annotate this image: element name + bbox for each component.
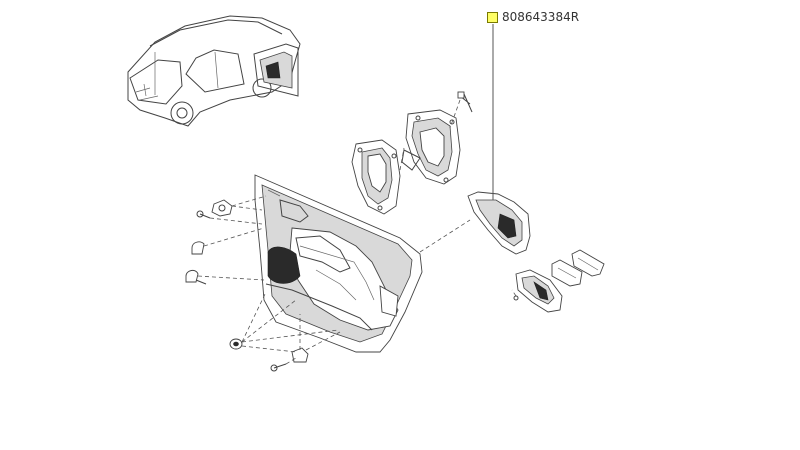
door-grip-icon bbox=[513, 269, 563, 313]
switch-panel-icon bbox=[551, 249, 605, 287]
car-overview-icon bbox=[127, 15, 301, 127]
part-callout[interactable]: 808643384R bbox=[487, 10, 579, 24]
door-trim-panel-icon bbox=[254, 174, 423, 353]
part-number-label[interactable]: 808643384R bbox=[502, 10, 580, 24]
speaker-housing-icon bbox=[401, 91, 473, 185]
fastener-group bbox=[185, 199, 309, 372]
door-handle-surround-icon bbox=[467, 191, 531, 255]
part-marker-icon[interactable] bbox=[487, 11, 498, 23]
assembly-lines bbox=[197, 99, 517, 365]
speaker-frame-icon bbox=[351, 139, 401, 215]
